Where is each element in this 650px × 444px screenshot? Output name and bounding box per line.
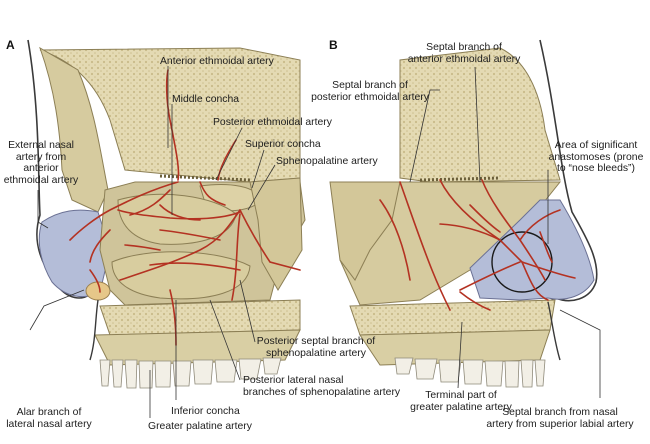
- nasal-cartilage-a: [38, 209, 111, 298]
- label-septal-ant-line2: anterior ethmoidal artery: [407, 53, 521, 65]
- label-external-nasal-line2: artery from: [15, 151, 67, 163]
- lip-b: [547, 301, 561, 361]
- inferior-concha-shape: [111, 251, 251, 300]
- arteries-a: [69, 69, 301, 346]
- teeth-b: [394, 357, 546, 388]
- label-area-of-anastomoses: Area of significant anastomoses (prone t…: [544, 140, 648, 175]
- label-posterior-septal-branch: Posterior septal branch of sphenopalatin…: [246, 336, 386, 359]
- hard-palate-a: [99, 299, 301, 336]
- label-sphenopalatine-artery: Sphenopalatine artery: [276, 156, 378, 167]
- label-alar-line2: lateral nasal artery: [6, 418, 92, 430]
- label-inferior-concha: Inferior concha: [171, 406, 240, 417]
- label-external-nasal-line4: ethmoidal artery: [3, 174, 79, 186]
- label-area-line3: to “nose bleeds”): [557, 163, 635, 174]
- sphenoid-a: [249, 177, 303, 291]
- label-external-nasal-line3: anterior: [23, 163, 59, 174]
- label-septal-labial-line2: artery from superior labial artery: [486, 418, 634, 430]
- label-terminal-line2: greater palatine artery: [410, 401, 512, 413]
- label-middle-concha: Middle concha: [172, 94, 240, 105]
- leader-lines: [29, 66, 601, 418]
- label-area-line1: Area of significant: [554, 140, 638, 151]
- label-anterior-ethmoidal-artery: Anterior ethmoidal artery: [160, 56, 274, 67]
- label-posterior-ethmoidal-artery: Posterior ethmoidal artery: [213, 117, 332, 128]
- label-external-nasal-artery: External nasal artery from anterior ethm…: [2, 140, 80, 186]
- hard-palate-b: [349, 299, 556, 336]
- label-greater-palatine-artery: Greater palatine artery: [148, 421, 252, 432]
- label-septal-branch-superior-labial: Septal branch from nasal artery from sup…: [474, 407, 646, 430]
- label-septal-post-line1: Septal branch of: [332, 80, 408, 91]
- label-terminal-greater-palatine: Terminal part of greater palatine artery: [406, 390, 516, 413]
- label-alar-branch: Alar branch of lateral nasal artery: [0, 407, 98, 430]
- maxilla-a: [94, 329, 301, 366]
- label-septal-ant-line1: Septal branch of: [426, 42, 502, 53]
- panel-a-illustration: [27, 39, 306, 389]
- frontal-bone-b: [399, 47, 561, 183]
- label-external-nasal-line1: External nasal: [8, 140, 74, 151]
- lip-a: [89, 299, 99, 361]
- label-terminal-line1: Terminal part of: [425, 390, 497, 401]
- panel-label-b: B: [329, 38, 338, 52]
- label-septal-branch-anterior-ethmoidal: Septal branch of anterior ethmoidal arte…: [396, 42, 532, 65]
- septum-bone: [339, 181, 562, 306]
- nose-skin-a: [27, 39, 99, 301]
- label-post-lateral-line2: branches of sphenopalatine artery: [243, 386, 401, 398]
- cribriform-plate-a: [159, 174, 251, 182]
- panel-label-a: A: [6, 38, 15, 52]
- label-septal-branch-posterior-ethmoidal: Septal branch of posterior ethmoidal art…: [300, 80, 440, 103]
- panel-b-illustration: [329, 39, 598, 388]
- label-area-line2: anastomoses (prone: [548, 151, 644, 163]
- label-superior-concha: Superior concha: [245, 139, 321, 150]
- cribriform-plate-b: [419, 176, 501, 182]
- label-posterior-lateral-nasal-branches: Posterior lateral nasal branches of sphe…: [243, 375, 400, 398]
- label-post-lateral-line1: Posterior lateral nasal: [243, 375, 344, 386]
- teeth-a: [99, 357, 282, 389]
- nose-skin-b: [539, 39, 598, 303]
- arteries-b: [379, 179, 576, 311]
- label-septal-labial-line1: Septal branch from nasal: [502, 407, 618, 418]
- label-post-septal-line2: sphenopalatine artery: [266, 347, 366, 359]
- label-post-septal-line1: Posterior septal branch of: [256, 336, 376, 347]
- label-alar-line1: Alar branch of: [16, 407, 82, 418]
- label-septal-post-line2: posterior ethmoidal artery: [311, 91, 429, 103]
